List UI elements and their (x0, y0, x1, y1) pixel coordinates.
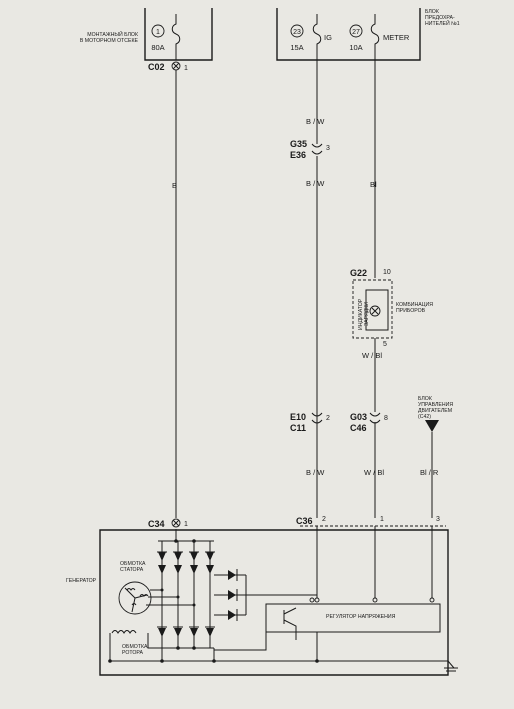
wire-label-ig-upper: B / W (306, 117, 325, 126)
connector-c02-pin: 1 (184, 65, 188, 72)
wire-label-b: B (172, 181, 177, 190)
rotor-label: РОТОРА (122, 650, 143, 656)
connector-c36-pin-3: 3 (436, 516, 440, 523)
fuse-27-circle (349, 24, 363, 38)
connector-c34: C34 (148, 519, 165, 529)
ecu-label: БЛОК (418, 396, 432, 402)
engine-fuse-box-label: В МОТОРНОМ ОТСЕКЕ (80, 38, 139, 44)
connector-g22-pin-out: 5 (383, 341, 387, 348)
stator-winding-icon (118, 581, 152, 615)
fuse-27-name: METER (383, 33, 410, 42)
fuse-27-number: 27 (352, 29, 360, 36)
fuse-23-name: IG (324, 33, 332, 42)
connector-e10-c11-symbol (311, 412, 323, 424)
diode-bridge-lower (157, 575, 215, 648)
engine-fuse-box-label: МОНТАЖНЫЙ БЛОК (87, 30, 138, 38)
ecu-arrow-icon (425, 420, 439, 432)
ecu-label: УПРАВЛЕНИЯ (418, 402, 453, 408)
connector-c36-pin-1: 1 (380, 516, 384, 523)
connector-c02: C02 (148, 62, 165, 72)
fuse-symbol (312, 14, 322, 60)
stator-label: СТАТОРА (120, 567, 144, 573)
cabin-fuse-box-label: ПРЕДОХРА- (425, 15, 455, 21)
ecu-label: (C42) (418, 414, 431, 420)
instrument-cluster-box (352, 279, 393, 339)
fuse-27-rating: 10A (349, 43, 362, 52)
generator-box (99, 529, 449, 676)
charge-lamp-icon (369, 305, 381, 317)
fuse-number-circle (151, 24, 165, 38)
wire-label-ig-mid: B / W (306, 179, 325, 188)
connector-g22-pin-in: 10 (383, 269, 391, 276)
wire-label-bottom-bw: B / W (306, 468, 325, 477)
connector-c46: C46 (350, 423, 367, 433)
cabin-fuse-box-label: НИТЕЛЕЙ №1 (425, 19, 460, 27)
connector-g35: G35 (290, 139, 307, 149)
cabin-fuse-box: БЛОК ПРЕДОХРА- НИТЕЛЕЙ №1 23 15A IG 27 1… (276, 8, 460, 61)
fuse-23-number: 23 (293, 29, 301, 36)
connector-g22: G22 (350, 268, 367, 278)
generator-block: ГЕНЕРАТОР ОБМОТКА СТАТОРА ОБМОТКА РОТОРА (66, 526, 458, 676)
instrument-cluster-label: КОМБИНАЦИЯ (396, 302, 433, 308)
charge-indicator-label: ЗАРЯДКИ (364, 302, 370, 326)
connector-g03: G03 (350, 412, 367, 422)
fuse-23-rating: 15A (290, 43, 303, 52)
fuse-number: 1 (156, 29, 160, 36)
connector-c11: C11 (290, 423, 306, 433)
stator-label: ОБМОТКА (120, 561, 146, 567)
connector-e10-c11-pin: 2 (326, 415, 330, 422)
engine-fuse-box: МОНТАЖНЫЙ БЛОК В МОТОРНОМ ОТСЕКЕ 1 80A (80, 8, 213, 61)
ground-icon (444, 660, 458, 672)
diode-bridge-upper (157, 541, 215, 575)
rotor-winding-icon (111, 630, 137, 634)
connector-e36: E36 (290, 150, 306, 160)
wire-label-meter: Bl (370, 180, 377, 189)
charge-indicator-box (365, 289, 389, 331)
wire-label-after-cluster: W / Bl (362, 351, 382, 360)
cabin-fuse-box-label: БЛОК (425, 9, 439, 15)
connector-e10: E10 (290, 412, 306, 422)
voltage-regulator-box (265, 603, 441, 633)
connector-c36: C36 (296, 516, 313, 526)
connector-c36-pin-2: 2 (322, 516, 326, 523)
rotor-label: ОБМОТКА (122, 644, 148, 650)
connector-g35-e36-pin: 3 (326, 145, 330, 152)
fuse-symbol (370, 14, 380, 60)
fuse-23-circle (290, 24, 304, 38)
connector-g35-e36-symbol (311, 143, 323, 155)
fuse-rating: 80A (151, 43, 164, 52)
instrument-cluster-label: ПРИБОРОВ (396, 308, 426, 314)
connector-c34-pin: 1 (184, 521, 188, 528)
fuse-symbol (171, 14, 181, 60)
charge-indicator-label: ИНДИКАТОР (358, 298, 364, 330)
voltage-regulator-label: РЕГУЛЯТОР НАПРЯЖЕНИЯ (326, 614, 396, 620)
generator-label: ГЕНЕРАТОР (66, 578, 97, 584)
ecu-label: ДВИГАТЕЛЕМ (418, 408, 452, 414)
connector-g03-c46-symbol (369, 412, 381, 424)
wire-label-bottom-blr: Bl / R (420, 468, 439, 477)
regulator-transistor-icon (283, 607, 297, 640)
connector-g03-c46-pin: 8 (384, 415, 388, 422)
wire-label-bottom-wbl: W / Bl (364, 468, 384, 477)
exciter-diodes (214, 569, 317, 621)
